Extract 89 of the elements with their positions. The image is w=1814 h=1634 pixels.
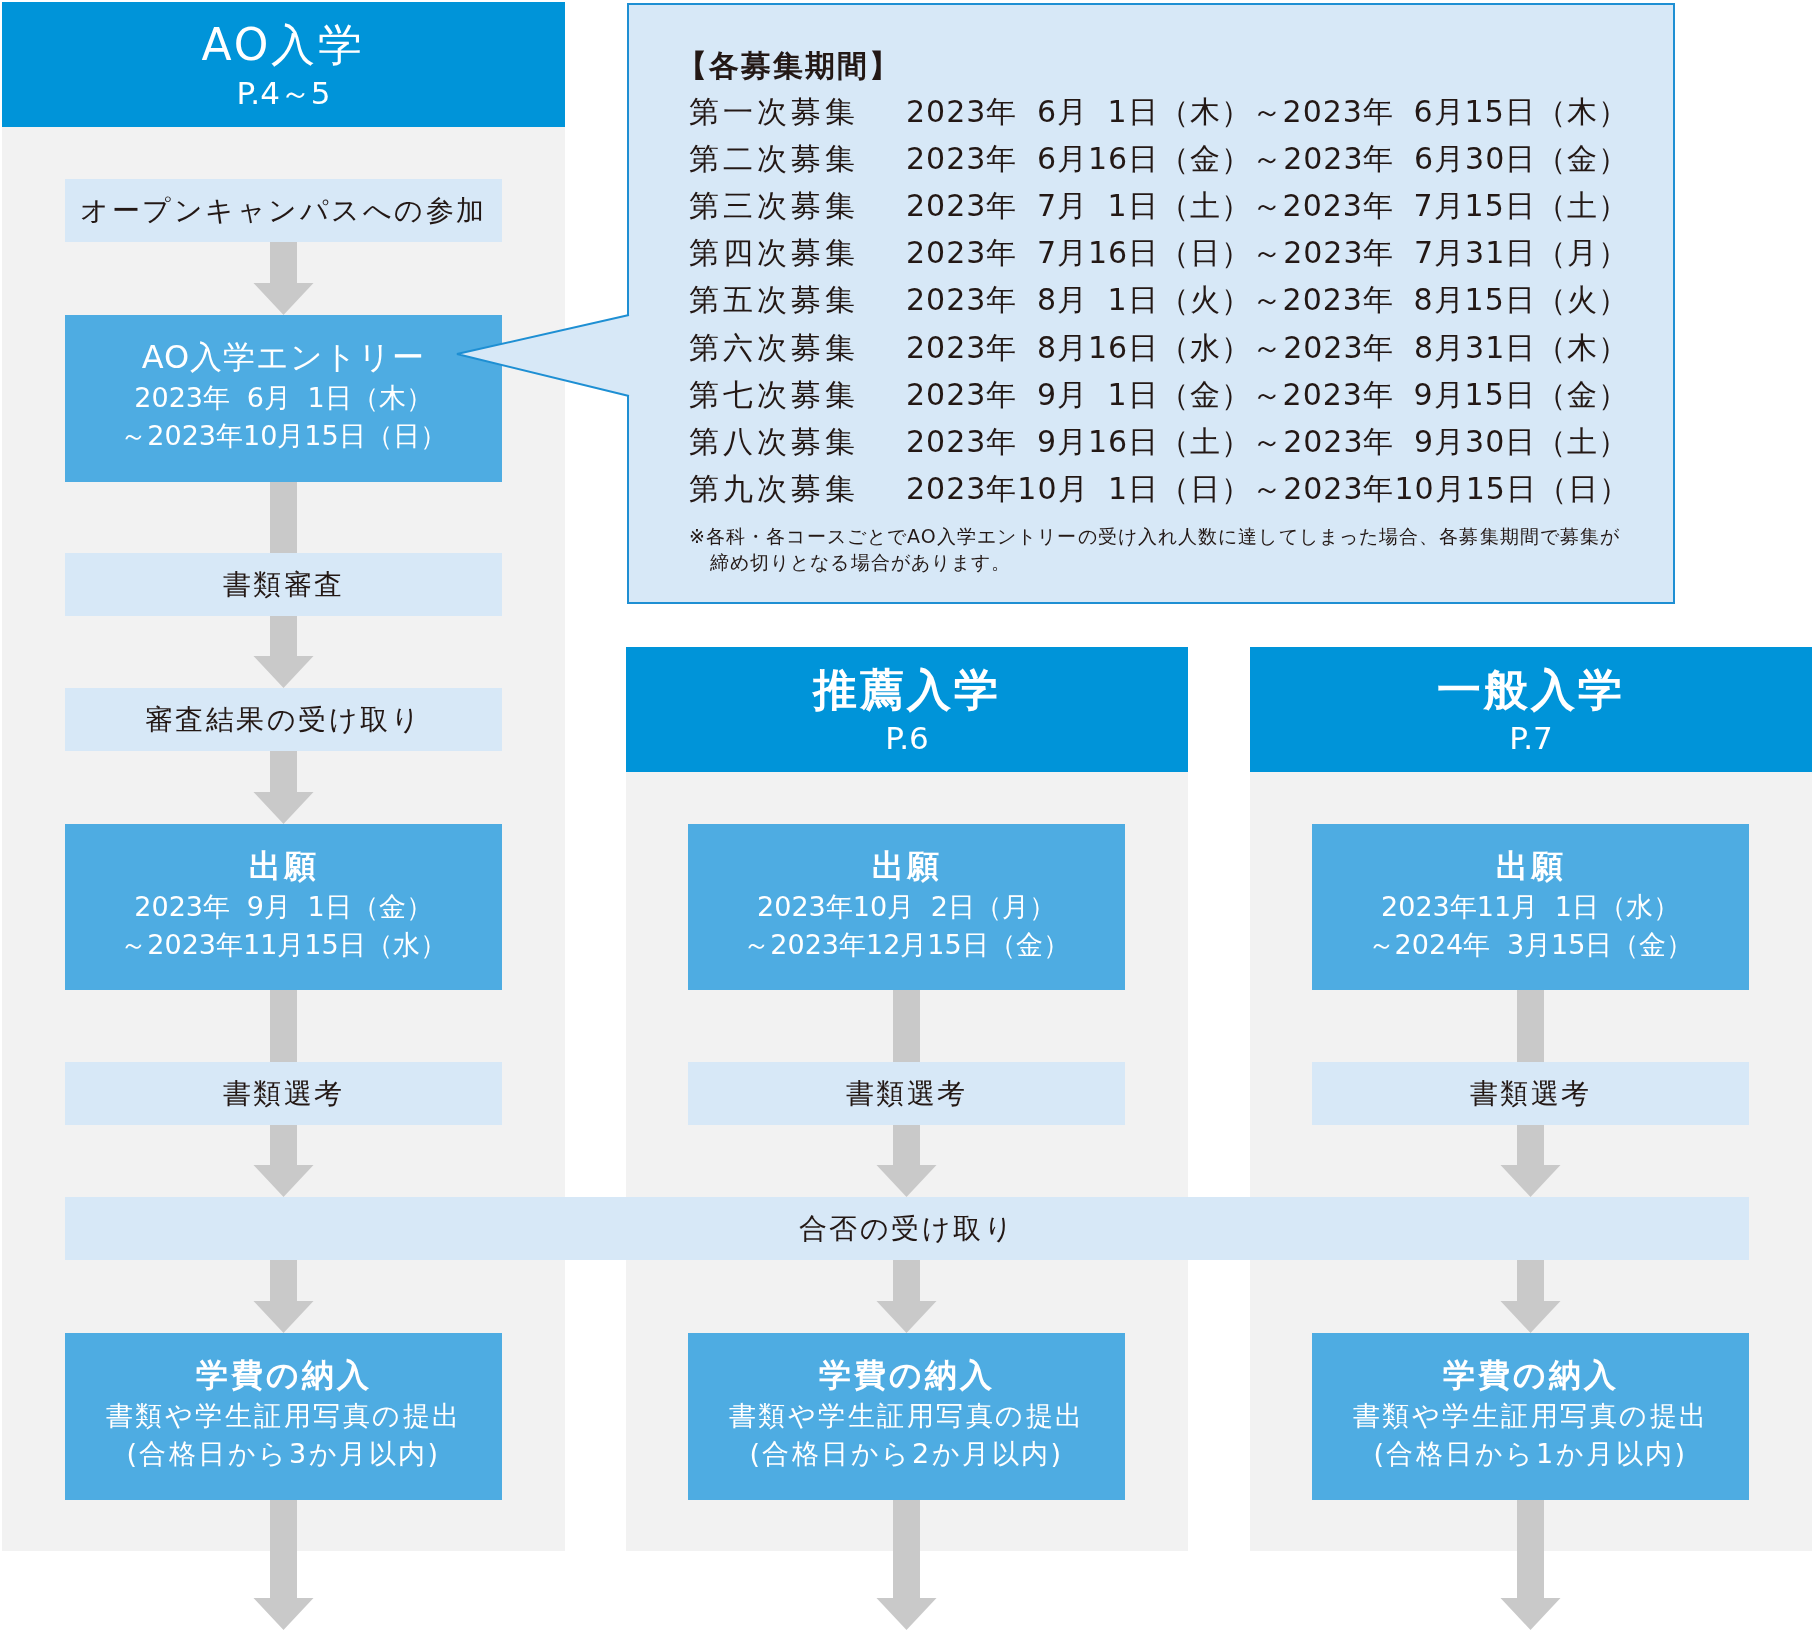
process-box — [1312, 1333, 1749, 1500]
column-title: 推薦入学 — [813, 665, 1001, 715]
flow-arrow — [1517, 990, 1544, 1062]
step-title: 出願 — [1495, 846, 1566, 887]
date-range: 2023年 8月16日（水）～2023年 8月31日（木） — [906, 328, 1630, 367]
page-reference: P.6 — [885, 719, 929, 758]
column-panel — [626, 647, 1188, 1551]
step-detail: 2023年 6月 1日（木） — [134, 381, 433, 415]
column-panel — [2, 2, 565, 1551]
step-box — [1312, 1062, 1749, 1125]
period-name: 第六次募集 — [689, 328, 859, 367]
flow-arrow — [876, 1260, 937, 1333]
flow-arrow — [253, 616, 314, 688]
step-label: オープンキャンパスへの参加 — [80, 192, 487, 229]
step-detail: ～2023年11月15日（水） — [120, 928, 447, 962]
flow-arrow — [893, 990, 920, 1062]
period-name: 第七次募集 — [689, 375, 859, 414]
period-name: 第一次募集 — [689, 92, 859, 131]
step-label: 合否の受け取り — [798, 1210, 1016, 1247]
process-box — [65, 824, 502, 990]
callout-panel — [627, 3, 1675, 604]
process-box — [1312, 824, 1749, 990]
flow-arrow — [253, 1125, 314, 1197]
step-box — [688, 1062, 1125, 1125]
step-detail: (合格日から3か月以内) — [126, 1437, 441, 1471]
date-range: 2023年10月 1日（日）～2023年10月15日（日） — [906, 470, 1630, 509]
step-box — [65, 688, 502, 751]
date-range: 2023年 7月 1日（土）～2023年 7月15日（土） — [906, 186, 1629, 225]
step-detail: 書類や学生証用写真の提出 — [1352, 1399, 1709, 1433]
step-title: 出願 — [248, 846, 319, 887]
step-label: 書類選考 — [1469, 1075, 1592, 1112]
flow-arrow — [253, 751, 314, 824]
period-name: 第四次募集 — [689, 234, 859, 273]
step-detail: ～2023年12月15日（金） — [743, 928, 1070, 962]
period-name: 第二次募集 — [689, 139, 859, 178]
column-title: 一般入学 — [1437, 665, 1625, 715]
callout-pointer — [456, 314, 630, 397]
flow-arrow — [253, 1500, 314, 1630]
step-detail: 2023年10月 2日（月） — [757, 890, 1056, 924]
schedule-heading: 【各募集期間】 — [677, 47, 901, 85]
date-range: 2023年 8月 1日（火）～2023年 8月15日（火） — [906, 281, 1629, 320]
step-detail: (合格日から2か月以内) — [749, 1437, 1064, 1471]
period-name: 第九次募集 — [689, 470, 859, 509]
step-detail: ～2023年10月15日（日） — [120, 419, 447, 453]
flow-arrow — [270, 990, 297, 1062]
column-title: AO入学 — [201, 20, 366, 70]
step-box — [65, 1062, 502, 1125]
step-title: 出願 — [871, 846, 942, 887]
step-label: 書類選考 — [845, 1075, 968, 1112]
flow-arrow — [876, 1125, 937, 1197]
process-box — [688, 824, 1125, 990]
footnote: ※各科・各コースごとでAO入学エントリーの受け入れ人数に達してしまった場合、各募集期間で募集が締め切りとなる場合があります。 — [689, 523, 1622, 575]
flow-arrow — [1500, 1500, 1561, 1630]
step-title: 学費の納入 — [195, 1355, 372, 1396]
flow-arrow — [253, 242, 314, 315]
step-label: 審査結果の受け取り — [144, 701, 423, 738]
flow-arrow — [876, 1500, 937, 1630]
flow-arrow — [253, 1260, 314, 1333]
step-detail: 2023年 9月 1日（金） — [134, 890, 433, 924]
step-title: 学費の納入 — [818, 1355, 995, 1396]
date-range: 2023年 6月16日（金）～2023年 6月30日（金） — [906, 139, 1630, 178]
step-title: 学費の納入 — [1442, 1355, 1619, 1396]
step-detail: (合格日から1か月以内) — [1373, 1437, 1688, 1471]
step-detail: ～2024年 3月15日（金） — [1367, 928, 1694, 962]
period-name: 第五次募集 — [689, 281, 859, 320]
flow-arrow — [270, 482, 297, 553]
step-title: AO入学エントリー — [141, 337, 426, 378]
step-detail: 書類や学生証用写真の提出 — [728, 1399, 1085, 1433]
step-label: 書類審査 — [222, 566, 345, 603]
page-reference: P.7 — [1509, 719, 1553, 758]
flow-arrow — [1500, 1260, 1561, 1333]
date-range: 2023年 9月 1日（金）～2023年 9月15日（金） — [906, 375, 1629, 414]
date-range: 2023年 9月16日（土）～2023年 9月30日（土） — [906, 422, 1630, 461]
page-reference: P.4～5 — [236, 74, 331, 113]
step-label: 書類選考 — [222, 1075, 345, 1112]
date-range: 2023年 7月16日（日）～2023年 7月31日（月） — [906, 234, 1630, 273]
step-detail: 2023年11月 1日（水） — [1381, 890, 1680, 924]
process-box — [65, 1333, 502, 1500]
column-panel — [1250, 647, 1812, 1551]
period-name: 第三次募集 — [689, 186, 859, 225]
step-box — [65, 553, 502, 616]
step-box — [65, 179, 502, 242]
date-range: 2023年 6月 1日（木）～2023年 6月15日（木） — [906, 92, 1629, 131]
flow-arrow — [1500, 1125, 1561, 1197]
period-name: 第八次募集 — [689, 422, 859, 461]
step-box — [65, 1197, 1749, 1260]
process-box — [65, 315, 502, 482]
process-box — [688, 1333, 1125, 1500]
step-detail: 書類や学生証用写真の提出 — [105, 1399, 462, 1433]
